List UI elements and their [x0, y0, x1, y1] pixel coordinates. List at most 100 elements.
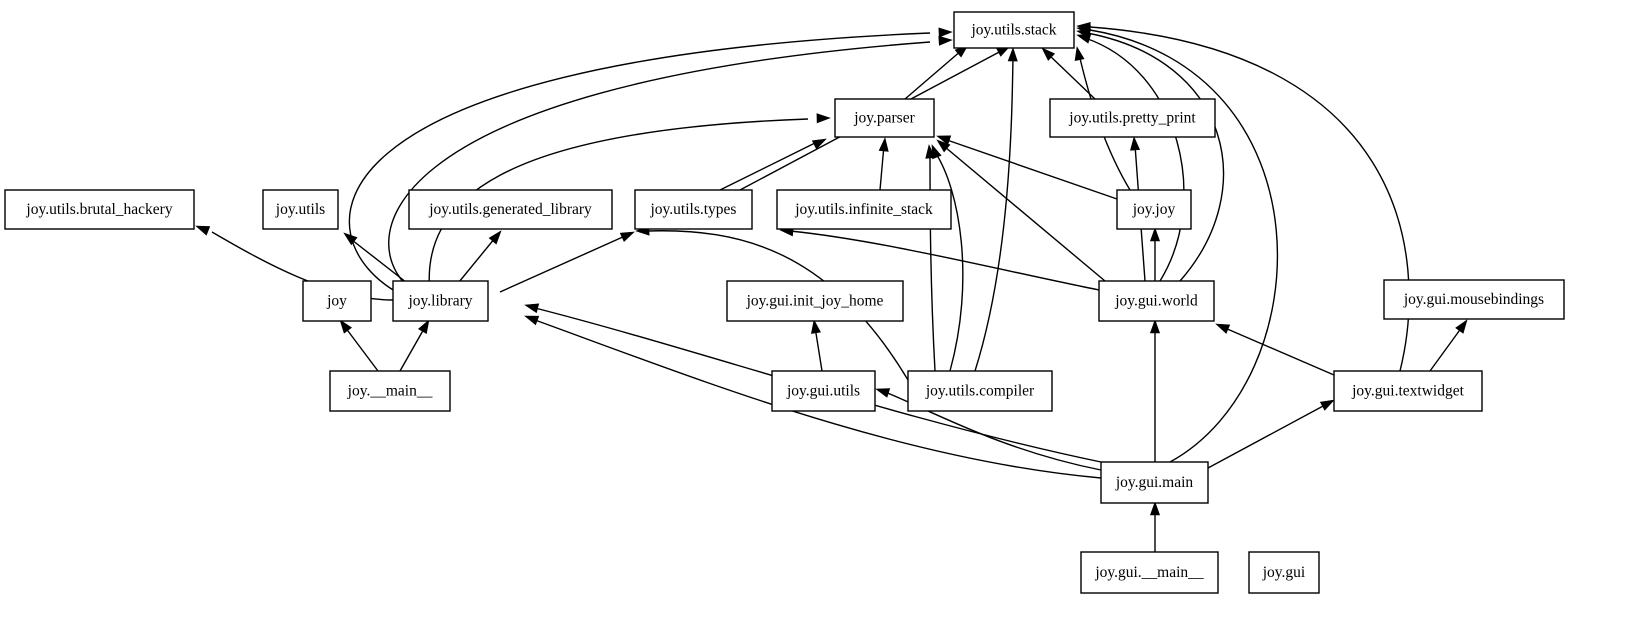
graph-node-joy-gui-utils[interactable]: joy.gui.utils: [771, 370, 876, 412]
edge-line: [944, 146, 1106, 282]
graph-node-joy-utils-types[interactable]: joy.utils.types: [634, 189, 753, 230]
edge-line: [1084, 37, 1185, 282]
arrow-head-icon: [878, 137, 889, 152]
edge-line: [934, 151, 964, 372]
node-label: joy.utils.generated_library: [428, 201, 592, 218]
graph-node-joy-utils-compiler[interactable]: joy.utils.compiler: [907, 370, 1053, 412]
node-box[interactable]: [1116, 189, 1192, 230]
edge-line: [1429, 326, 1463, 372]
arrow-head-icon: [619, 231, 635, 243]
node-box[interactable]: [776, 189, 952, 230]
graph-node-joy-utils-stack[interactable]: joy.utils.stack: [953, 11, 1075, 49]
dependency-edge: [1215, 323, 1335, 376]
dependency-edge: [974, 47, 1018, 372]
graph-node-joy-gui-world[interactable]: joy.gui.world: [1098, 280, 1215, 322]
node-label: joy.gui.textwidget: [1351, 383, 1464, 400]
arrow-head-icon: [195, 225, 211, 236]
arrow-head-icon: [1319, 399, 1335, 411]
node-box[interactable]: [262, 189, 339, 230]
arrow-head-icon: [925, 144, 936, 159]
node-box[interactable]: [907, 370, 1053, 412]
arrow-head-icon: [816, 113, 831, 124]
dependency-edge: [936, 139, 1106, 282]
graph-node-joy-library[interactable]: joy.library: [392, 280, 489, 322]
arrow-head-icon: [936, 135, 952, 146]
dependency-edge: [904, 44, 969, 100]
node-box[interactable]: [1248, 551, 1320, 594]
arrow-head-icon: [1076, 22, 1091, 33]
node-box[interactable]: [1080, 551, 1219, 594]
node-box[interactable]: [1100, 461, 1209, 504]
edge-line: [534, 319, 1102, 479]
graph-node-joy-gui-init-joy-home[interactable]: joy.gui.init_joy_home: [726, 280, 904, 322]
graph-node-joy-gui-main[interactable]: joy.gui.main: [1100, 461, 1209, 504]
edge-line: [719, 142, 816, 191]
graph-node-joy-gui-mousebindings[interactable]: joy.gui.mousebindings: [1383, 279, 1565, 320]
node-box[interactable]: [1333, 370, 1483, 412]
node-label: joy.__main__: [347, 383, 433, 400]
dependency-edge: [1149, 501, 1161, 552]
arrow-head-icon: [811, 319, 821, 334]
arrow-head-icon: [938, 35, 953, 46]
graph-node-joy[interactable]: joy: [302, 280, 372, 322]
graph-node-joy-utils[interactable]: joy.utils: [262, 189, 339, 230]
dependency-edge: [1149, 319, 1161, 462]
node-label: joy.gui.utils: [786, 383, 860, 400]
graph-node-joy---main--[interactable]: joy.__main__: [329, 370, 451, 412]
dependency-edge: [1429, 319, 1468, 372]
graph-node-joy-joy[interactable]: joy.joy: [1116, 189, 1192, 230]
node-box[interactable]: [726, 280, 904, 322]
graph-node-joy-parser[interactable]: joy.parser: [834, 98, 935, 138]
node-label: joy.utils.infinite_stack: [794, 201, 933, 218]
node-label: joy.gui.world: [1114, 293, 1198, 310]
node-box[interactable]: [329, 370, 451, 412]
dependency-edge: [348, 27, 953, 295]
node-label: joy.utils.stack: [970, 22, 1056, 39]
graph-node-joy-utils-infinite-stack[interactable]: joy.utils.infinite_stack: [776, 189, 952, 230]
edge-layer: [195, 22, 1468, 552]
arrow-head-icon: [488, 230, 502, 245]
dependency-edge: [1207, 399, 1335, 469]
node-box[interactable]: [1098, 280, 1215, 322]
node-box[interactable]: [771, 370, 876, 412]
node-box[interactable]: [1049, 98, 1216, 138]
arrow-head-icon: [936, 139, 951, 153]
dependency-edge: [875, 388, 1102, 471]
dependency-edge: [388, 35, 953, 295]
graph-node-joy-gui---main--[interactable]: joy.gui.__main__: [1080, 551, 1219, 594]
graph-node-joy-utils-brutal-hackery[interactable]: joy.utils.brutal_hackery: [4, 189, 195, 230]
arrow-head-icon: [1455, 319, 1468, 334]
dependency-edge: [399, 319, 430, 372]
arrow-head-icon: [875, 388, 891, 398]
graph-node-joy-utils-generated-library[interactable]: joy.utils.generated_library: [408, 189, 613, 230]
graph-node-joy-gui[interactable]: joy.gui: [1248, 551, 1320, 594]
node-label: joy.utils.compiler: [925, 383, 1035, 400]
node-box[interactable]: [1383, 279, 1565, 320]
node-box[interactable]: [834, 98, 935, 138]
node-box[interactable]: [953, 11, 1075, 49]
graph-node-joy-gui-textwidget[interactable]: joy.gui.textwidget: [1333, 370, 1483, 412]
node-box[interactable]: [392, 280, 489, 322]
node-box[interactable]: [4, 189, 195, 230]
edge-line: [1224, 327, 1335, 376]
node-box[interactable]: [634, 189, 753, 230]
edge-line: [814, 326, 823, 372]
arrow-head-icon: [339, 319, 352, 334]
node-label: joy.utils: [275, 201, 325, 218]
dependency-edge: [811, 319, 823, 372]
node-label: joy.gui.init_joy_home: [746, 293, 884, 310]
edge-line: [1086, 32, 1225, 282]
node-label: joy: [326, 293, 347, 310]
edge-line: [789, 230, 1100, 291]
node-layer: joy.utils.stack joy.parser joy.utils.prett…: [4, 11, 1565, 594]
dependency-edge: [925, 144, 936, 372]
edge-line: [946, 139, 1118, 200]
edge-line: [1207, 404, 1326, 469]
edge-line: [388, 41, 931, 295]
dependency-edge: [428, 113, 831, 295]
node-box[interactable]: [408, 189, 613, 230]
node-box[interactable]: [302, 280, 372, 322]
graph-node-joy-utils-pretty-print[interactable]: joy.utils.pretty_print: [1049, 98, 1216, 138]
